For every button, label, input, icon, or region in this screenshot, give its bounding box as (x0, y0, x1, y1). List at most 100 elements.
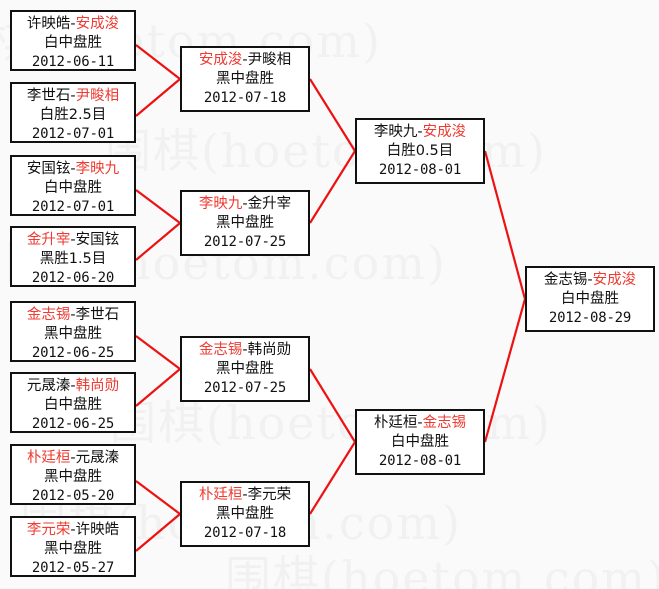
connector-line-r1m3-to-r2m2 (135, 189, 181, 224)
player-left: 朴廷桓 (26, 450, 71, 466)
match-result: 黑中盘胜 (216, 506, 274, 523)
player-separator: - (70, 161, 76, 177)
player-right: 安国铉 (75, 232, 120, 248)
match-date: 2012-06-11 (31, 54, 115, 71)
match-result: 黑中盘胜 (44, 469, 102, 486)
match-result: 白胜0.5目 (386, 143, 454, 160)
player-left: 元晟溱 (26, 378, 71, 394)
match-date: 2012-05-20 (31, 488, 115, 505)
match-result: 黑中盘胜 (216, 215, 274, 232)
connector-line-r1m1-to-r2m1 (135, 44, 181, 80)
player-separator: - (242, 52, 248, 68)
connector-line-sf2-to-f1 (483, 298, 527, 443)
connector-line-sf1-to-f1 (483, 150, 527, 300)
match-date: 2012-05-27 (31, 560, 115, 577)
match-date: 2012-07-18 (203, 90, 287, 107)
match-players: 元晟溱-韩尚勋 (14, 377, 132, 396)
connector-line-r1m4-to-r2m2 (135, 222, 181, 261)
player-left: 许映皓 (26, 16, 71, 32)
player-right: 尹畯相 (75, 88, 120, 104)
match-date: 2012-08-01 (378, 162, 462, 179)
match-players: 金志锡-李世石 (14, 306, 132, 325)
player-separator: - (70, 522, 76, 538)
match-box-r1m7[interactable]: 朴廷桓-元晟溱黑中盘胜 2012-05-20 (10, 444, 136, 505)
match-players: 朴廷桓-元晟溱 (14, 449, 132, 468)
match-players: 安国铉-李映九 (14, 160, 132, 179)
player-right: 安成浚 (592, 272, 637, 288)
watermark-text: 围棋(hoetom.com) (110, 396, 552, 450)
match-result: 白中盘胜 (561, 291, 619, 308)
match-date: 2012-07-01 (31, 126, 115, 143)
match-result: 白中盘胜 (44, 180, 102, 197)
player-separator: - (242, 487, 248, 503)
match-players: 李元荣-许映皓 (14, 521, 132, 540)
player-right: 安成浚 (75, 16, 120, 32)
match-date: 2012-08-01 (378, 453, 462, 470)
connector-line-r2m2-to-sf1 (309, 150, 356, 224)
player-left: 金志锡 (543, 272, 588, 288)
player-separator: - (70, 307, 76, 323)
player-left: 李元荣 (26, 522, 71, 538)
match-date: 2012-08-29 (548, 310, 632, 327)
connector-line-r1m8-to-r2m4 (135, 513, 181, 552)
player-separator: - (587, 272, 593, 288)
player-separator: - (70, 378, 76, 394)
player-right: 李世石 (75, 307, 120, 323)
match-date: 2012-06-25 (31, 416, 115, 433)
player-right: 元晟溱 (75, 450, 120, 466)
player-left: 李世石 (26, 88, 71, 104)
player-right: 安成浚 (422, 124, 467, 140)
player-separator: - (70, 88, 76, 104)
match-date: 2012-07-25 (203, 380, 287, 397)
connector-line-r1m5-to-r2m3 (135, 335, 181, 370)
player-left: 金升宰 (26, 232, 71, 248)
match-players: 许映皓-安成浚 (14, 15, 132, 34)
player-separator: - (417, 124, 423, 140)
match-players: 李世石-尹畯相 (14, 87, 132, 106)
player-right: 金升宰 (247, 196, 292, 212)
match-result: 黑中盘胜 (216, 361, 274, 378)
match-players: 李映九-安成浚 (359, 123, 481, 142)
player-left: 朴廷桓 (373, 415, 418, 431)
match-result: 白中盘胜 (44, 35, 102, 52)
match-result: 黑胜1.5目 (39, 251, 107, 268)
player-left: 金志锡 (198, 342, 243, 358)
connector-line-r1m7-to-r2m4 (135, 480, 181, 515)
match-result: 白胜2.5目 (39, 107, 107, 124)
connector-line-r1m2-to-r2m1 (135, 78, 181, 117)
match-date: 2012-07-01 (31, 199, 115, 216)
player-left: 安国铉 (26, 161, 71, 177)
player-left: 安成浚 (198, 52, 243, 68)
player-right: 金志锡 (422, 415, 467, 431)
player-left: 李映九 (373, 124, 418, 140)
match-result: 白中盘胜 (44, 397, 102, 414)
player-right: 李映九 (75, 161, 120, 177)
player-right: 韩尚勋 (75, 378, 120, 394)
match-players: 金升宰-安国铉 (14, 231, 132, 250)
player-right: 许映皓 (75, 522, 120, 538)
match-players: 金志锡-安成浚 (529, 271, 651, 290)
match-box-r2m3[interactable]: 金志锡-韩尚勋黑中盘胜 2012-07-25 (180, 336, 310, 402)
connector-line-r2m4-to-sf2 (309, 441, 356, 515)
match-date: 2012-07-18 (203, 525, 287, 542)
match-players: 金志锡-韩尚勋 (184, 341, 306, 360)
player-right: 李元荣 (247, 487, 292, 503)
connector-line-r2m3-to-sf2 (309, 368, 356, 443)
watermark-text: 围棋(hoetom.com) (225, 551, 659, 589)
match-players: 朴廷桓-金志锡 (359, 414, 481, 433)
player-separator: - (70, 16, 76, 32)
